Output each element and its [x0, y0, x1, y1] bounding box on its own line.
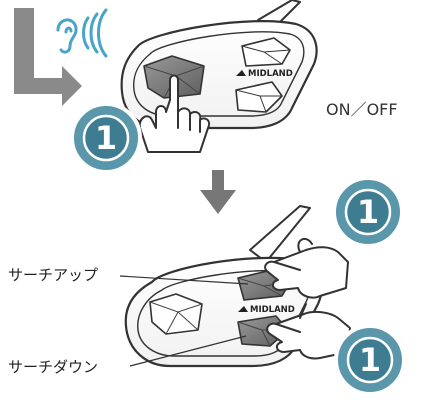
svg-text:MIDLAND: MIDLAND — [248, 69, 293, 79]
svg-text:1: 1 — [95, 119, 117, 157]
search-up-label: サーチアップ — [8, 264, 98, 285]
svg-text:1: 1 — [359, 341, 381, 379]
step-badge-bottom-lower: 1 — [336, 326, 404, 394]
search-down-label: サーチダウン — [8, 356, 98, 377]
step-badge-top: 1 — [72, 104, 140, 172]
step-badge-bottom-upper: 1 — [334, 178, 402, 246]
down-arrow-icon — [200, 170, 236, 214]
on-off-label: ON／OFF — [326, 96, 398, 120]
ear-icon — [58, 20, 76, 52]
svg-text:1: 1 — [357, 193, 379, 231]
intercom-device-top: MIDLAND — [122, 0, 317, 128]
sound-waves-icon — [84, 10, 107, 56]
svg-text:MIDLAND: MIDLAND — [250, 305, 295, 315]
